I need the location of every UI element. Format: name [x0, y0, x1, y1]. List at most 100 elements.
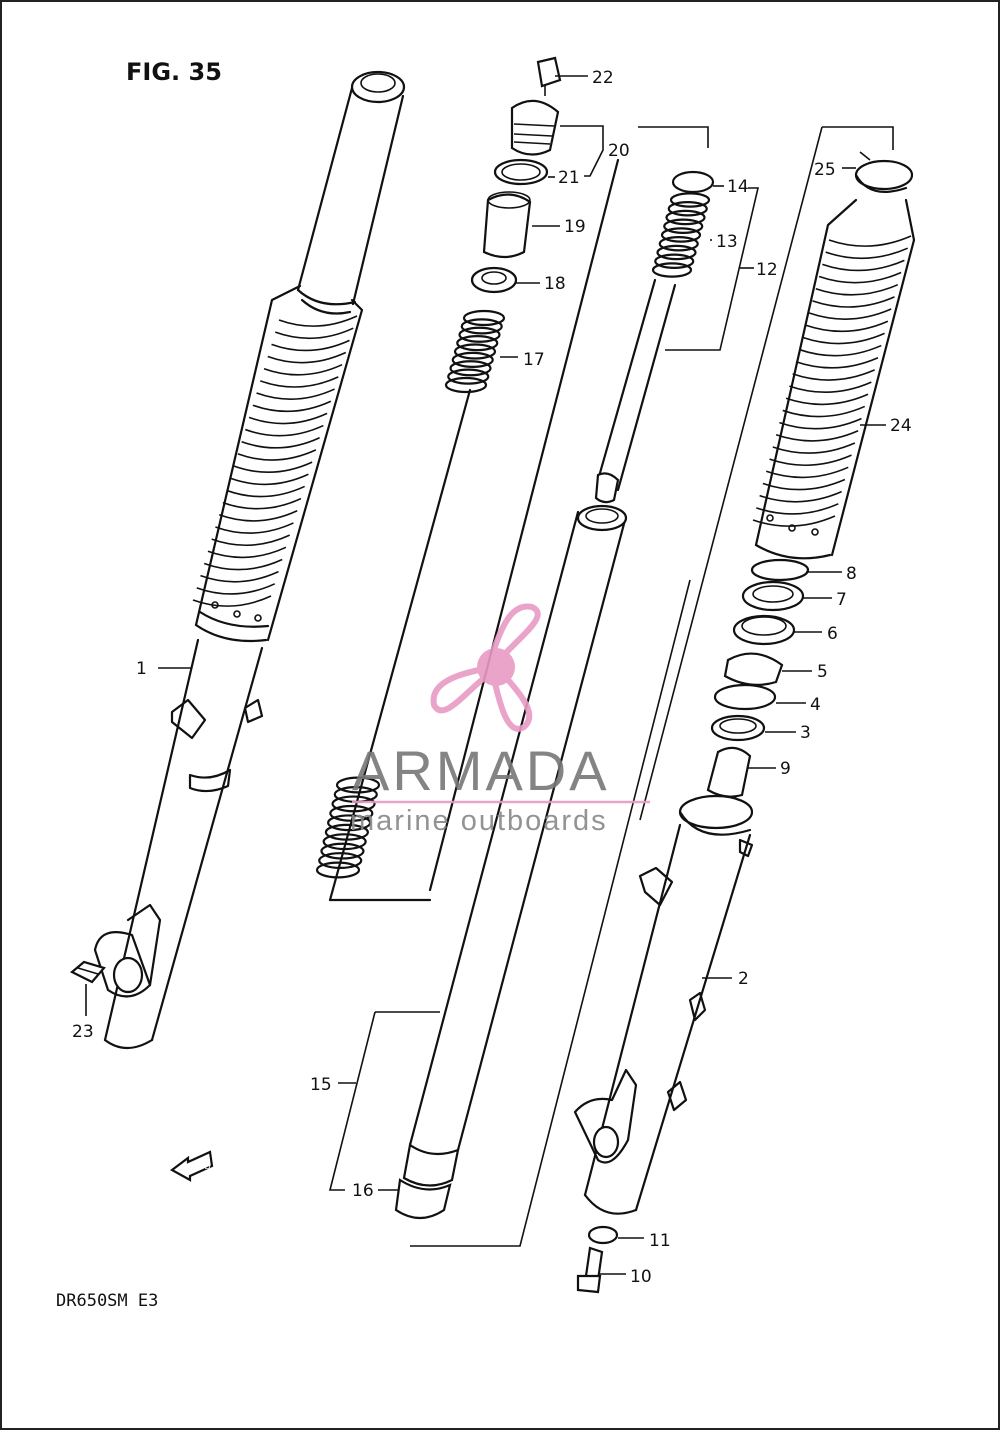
boot-rib	[203, 558, 283, 571]
boot-rib	[799, 344, 882, 357]
boot-rib	[222, 497, 302, 510]
watermark: ARMADA marine outboards	[350, 603, 650, 837]
figure-title: FIG. 35	[126, 58, 222, 86]
model-code: DR650SM E3	[56, 1291, 158, 1311]
boot-rib	[759, 490, 842, 503]
boot-rib	[822, 259, 905, 272]
boot-rib	[237, 449, 317, 461]
spring-coil	[447, 368, 490, 385]
part-label-23[interactable]: 23	[72, 1022, 94, 1042]
spring-coil	[324, 823, 369, 841]
spring-coil	[654, 253, 695, 270]
spring-coil	[451, 351, 494, 368]
boot-rib	[263, 363, 343, 376]
boot-rib	[795, 357, 879, 369]
part-label-2[interactable]: 2	[738, 969, 749, 989]
boot-rib	[278, 315, 358, 327]
spring-coil	[462, 309, 506, 327]
spring-coil	[651, 262, 693, 278]
boot-rib	[769, 454, 852, 467]
watermark-tagline: marine outboards	[350, 805, 608, 837]
part-label-12[interactable]: 12	[756, 260, 778, 280]
part-label-7[interactable]: 7	[836, 590, 847, 610]
left-fork-assembly	[70, 70, 406, 1050]
spring-coil	[322, 833, 367, 851]
damper-components	[315, 56, 760, 1247]
part-label-24[interactable]: 24	[890, 416, 912, 436]
propeller-logo-icon	[430, 603, 541, 732]
part-label-1[interactable]: 1	[136, 659, 147, 679]
spring-coil	[444, 376, 488, 394]
spring-coil	[663, 218, 704, 235]
spring-coil	[660, 227, 702, 243]
part-label-6[interactable]: 6	[827, 624, 838, 644]
spring-coil	[335, 776, 381, 794]
spring-coil	[327, 814, 372, 832]
boot-rib	[765, 466, 849, 479]
boot-rib	[789, 381, 872, 393]
boot-rib	[756, 503, 839, 515]
spring-coil	[669, 192, 711, 208]
part-label-21[interactable]: 21	[558, 168, 580, 188]
boot-rib	[802, 332, 885, 345]
part-label-14[interactable]: 14	[727, 177, 749, 197]
boot-rib	[218, 510, 298, 522]
boot-rib	[815, 283, 899, 296]
part-labels: 1 2 3 4 5 6 7 8 9 10 11 12 13 14 15 16 1…	[72, 68, 912, 1287]
boot-rib	[207, 546, 287, 559]
part-label-22[interactable]: 22	[592, 68, 614, 88]
part-label-8[interactable]: 8	[846, 564, 857, 584]
part-label-4[interactable]: 4	[810, 695, 821, 715]
part-label-13[interactable]: 13	[716, 232, 738, 252]
spring-13	[651, 192, 711, 278]
spring-coil	[667, 201, 708, 217]
boot-rib	[211, 534, 291, 547]
front-direction-arrow-icon: FWD	[169, 1150, 214, 1182]
spring-coil	[315, 861, 361, 879]
boot-rib	[828, 235, 912, 247]
part-label-10[interactable]: 10	[630, 1267, 652, 1287]
boot-rib	[192, 595, 272, 607]
spring-coil	[453, 343, 497, 360]
part-label-25[interactable]: 25	[814, 160, 836, 180]
spring-coil	[656, 244, 697, 261]
boot-rib	[792, 369, 875, 381]
boot-rib	[825, 247, 909, 260]
part-label-15[interactable]: 15	[310, 1075, 332, 1095]
part-label-19[interactable]: 19	[564, 217, 586, 237]
boot-ribs-left	[192, 315, 358, 607]
boot-rib	[230, 473, 309, 486]
boot-rib	[267, 351, 347, 364]
part-label-11[interactable]: 11	[649, 1231, 671, 1251]
spring-coil	[460, 318, 503, 335]
boot-rib	[245, 424, 324, 437]
part-label-9[interactable]: 9	[780, 759, 791, 779]
boot-rib	[271, 339, 350, 352]
spring-coil	[329, 804, 374, 822]
boot-rib	[785, 393, 869, 406]
spring-coil	[320, 842, 365, 860]
spring-coil	[318, 852, 363, 870]
part-label-20[interactable]: 20	[608, 141, 630, 161]
boot-rib	[241, 437, 320, 449]
boot-rib	[812, 296, 895, 308]
boot-rib	[775, 430, 859, 442]
boot-rib	[252, 400, 332, 413]
watermark-brand: ARMADA	[352, 739, 610, 802]
spring-coil	[449, 360, 492, 377]
svg-text:FWD: FWD	[192, 1162, 211, 1171]
part-label-18[interactable]: 18	[544, 274, 566, 294]
boot-rib	[226, 485, 305, 498]
right-fork-assembly	[573, 126, 916, 1294]
spring-coil	[456, 335, 499, 352]
boot-rib	[256, 388, 335, 400]
part-label-3[interactable]: 3	[800, 723, 811, 743]
spring-coil	[331, 795, 376, 813]
part-label-5[interactable]: 5	[817, 662, 828, 682]
part-label-16[interactable]: 16	[352, 1181, 374, 1201]
part-label-17[interactable]: 17	[523, 350, 545, 370]
boot-rib	[805, 320, 889, 333]
spring-coil	[658, 236, 699, 252]
bolt-23-icon	[70, 960, 106, 984]
